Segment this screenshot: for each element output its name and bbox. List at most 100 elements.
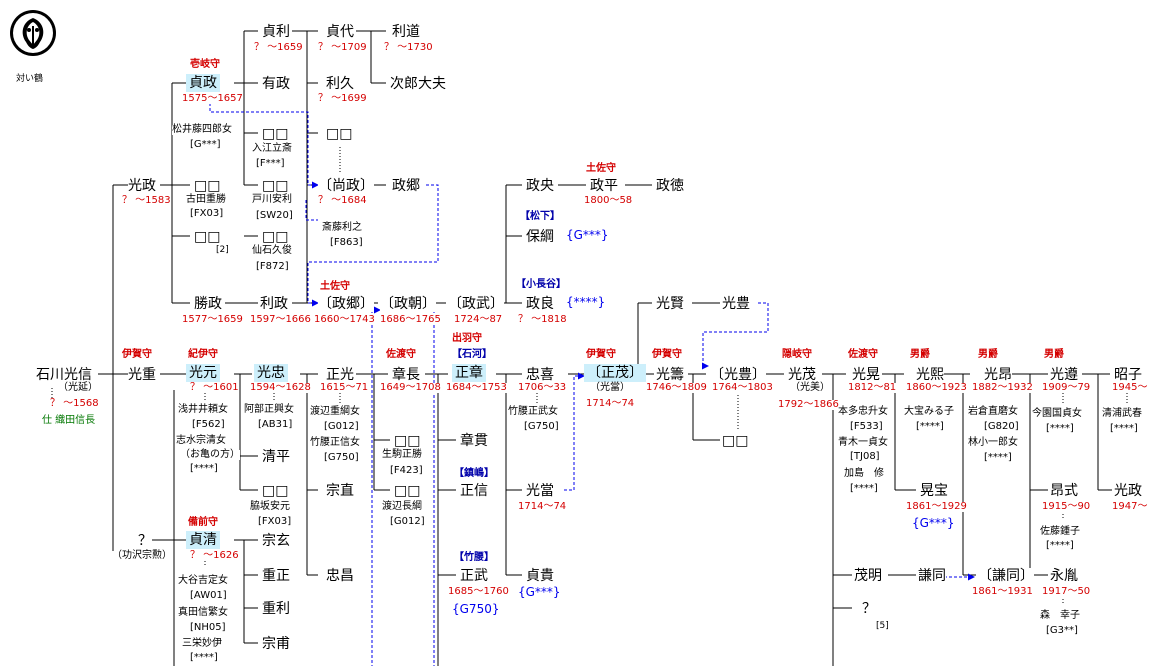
spouse1-mitsuaki: 岩倉直磨女 [968, 406, 1018, 417]
spouse-mitsumichi: 今園国貞女 [1032, 408, 1082, 419]
person-unknown-son: ？ [138, 533, 152, 549]
code-naomasa: [F863] [330, 237, 363, 248]
spouse-akiko: 清浦武春 [1102, 408, 1142, 419]
person-shigeaki: 茂明 [854, 568, 882, 584]
code3-sadakiyo: [****] [190, 652, 218, 663]
person-masayoshi: 政良 [526, 296, 554, 312]
years-mitsuatari: 1714～74 [518, 501, 567, 512]
spouse-akinori: 佐藤鍾子 [1040, 526, 1080, 537]
years-sadatoshi: ？ ～1659 [254, 42, 303, 53]
years-sadayo: ？ ～1709 [318, 42, 367, 53]
code3-mitsuakira: [****] [850, 483, 878, 494]
crane-crest-icon [10, 10, 56, 56]
branch-masanobu: 【鎮嶋】 [454, 468, 494, 479]
years-mitsumasa2: 1947～ [1112, 501, 1148, 512]
code-akiho: {G***} [912, 516, 955, 530]
person-mitsuatari: 光當 [526, 483, 554, 499]
person-akinaga: 章長 [392, 367, 420, 383]
years-mitsumasa: ？ ～1583 [122, 195, 171, 206]
years-toshihisa: ？ ～1699 [318, 93, 367, 104]
person-mitsumasa: 光政 [128, 178, 156, 194]
alias-mitsushige2: （光美） [790, 382, 830, 393]
spouse2-mitsuakira: 青木一貞女 [838, 437, 888, 448]
code-masatake2: {G750} [452, 602, 500, 616]
person-box-g: □□ [326, 126, 353, 142]
service-mitsunobu: 仕 織田信長 [42, 415, 96, 426]
person-masasato2: 政郷 [392, 178, 420, 194]
spouse-box-a: 古田重勝 [186, 194, 226, 205]
title-mitsukata: 伊賀守 [652, 349, 682, 360]
code-mitsuhiro: [****] [916, 421, 944, 432]
branch-masayoshi: 【小長谷】 [516, 279, 566, 290]
person-shigemasa: 重正 [262, 568, 290, 584]
person-mitsutoyo: 光豊 [722, 296, 750, 312]
code1-mitsuaki: [G820] [984, 421, 1019, 432]
code-box-i: [G012] [390, 516, 425, 527]
person-mitsuharu: 正光 [326, 367, 354, 383]
person-masahira: 政平 [590, 178, 618, 194]
spouse-naomasa: 斎藤利之 [322, 222, 362, 233]
spouse-sadamichi: 松井藤四郎女 [172, 124, 232, 135]
years-naomasa: ？ ～1684 [318, 195, 367, 206]
person-sadataka: 貞貴 [526, 568, 554, 584]
years-mitsutoyo2: 1764～1803 [712, 382, 773, 393]
person-jirotayu: 次郎大夫 [390, 76, 446, 92]
title-masahira: 土佐守 [586, 163, 616, 174]
code-akinori: [****] [1046, 540, 1074, 551]
person-box-d: □□ [262, 178, 289, 194]
code2-mitsumoto: [****] [190, 463, 218, 474]
person-masasato: 〔政郷〕 [318, 296, 374, 312]
code-box-f: [FX03] [258, 516, 292, 527]
person-arimasa: 有政 [262, 76, 290, 92]
title-mitsushige: 伊賀守 [122, 349, 152, 360]
spouse2-sadakiyo: 真田信繁女 [178, 607, 228, 618]
person-unknown2: ？ [862, 601, 876, 617]
title-masashige: 伊賀守 [586, 349, 616, 360]
person-masachika: 政央 [526, 178, 554, 194]
years-toshimichi: ？ ～1730 [384, 42, 433, 53]
spouse-nagatane: 森 幸子 [1040, 610, 1080, 621]
code-box-e: [F872] [256, 261, 289, 272]
years-sadakiyo: ？ ～1626 [190, 550, 239, 561]
person-kiyohira: 清平 [262, 449, 290, 465]
person-naomasa: 〔尚政〕 [318, 178, 374, 194]
years-akinori: 1915～90 [1042, 501, 1091, 512]
years-mitsukata: 1746～1809 [646, 382, 707, 393]
person-box-c: □□ [262, 126, 289, 142]
title-sadamichi: 壱岐守 [190, 59, 220, 70]
person-mitsuaki: 光昂 [984, 367, 1012, 383]
person-mitsutoyo2: 〔光豊〕 [710, 367, 766, 383]
person-mitsushige2: 光茂 [788, 367, 816, 383]
person-mitsumichi: 光遵 [1050, 367, 1078, 383]
person-toshihisa: 利久 [326, 76, 354, 92]
years-akinaga: 1649～1708 [380, 382, 441, 393]
code-mitsumichi: [****] [1046, 423, 1074, 434]
title-mitsushige2: 隠岐守 [782, 349, 812, 360]
note-box-b: [2] [216, 245, 229, 255]
years-mitsuakira: 1812～81 [848, 382, 897, 393]
code-akiko: [****] [1110, 423, 1138, 434]
person-masanobu: 正信 [460, 483, 488, 499]
years-sadamichi: 1575～1657 [182, 93, 243, 104]
years-masaaki: 1684～1753 [446, 382, 507, 393]
person-toshimichi: 利道 [392, 24, 420, 40]
title-masasato: 土佐守 [320, 281, 350, 292]
person-masatomo: 〔政朝〕 [380, 296, 436, 312]
person-sadayo: 貞代 [326, 24, 354, 40]
person-sadakiyo: 貞清 [186, 531, 220, 549]
person-katsumasa: 勝政 [194, 296, 222, 312]
spouse2-mitsuharu: 竹腰正信女 [310, 437, 360, 448]
person-box-i: □□ [394, 483, 421, 499]
code2-mitsuakira: [TJ08] [850, 451, 880, 462]
person-kendo: 謙同 [918, 568, 946, 584]
person-sadatoshi: 貞利 [262, 24, 290, 40]
code1-mitsuharu: [G012] [324, 421, 359, 432]
crest-caption: 対い鶴 [16, 74, 44, 84]
branch-masaaki: 【石河】 [452, 349, 492, 360]
years-masahira: 1800～58 [584, 195, 633, 206]
title-mitsuhiro: 男爵 [910, 349, 930, 360]
person-sadamichi: 貞政 [186, 74, 220, 92]
person-mitsumasa2: 光政 [1114, 483, 1142, 499]
years-kendo2: 1861～1931 [972, 586, 1033, 597]
